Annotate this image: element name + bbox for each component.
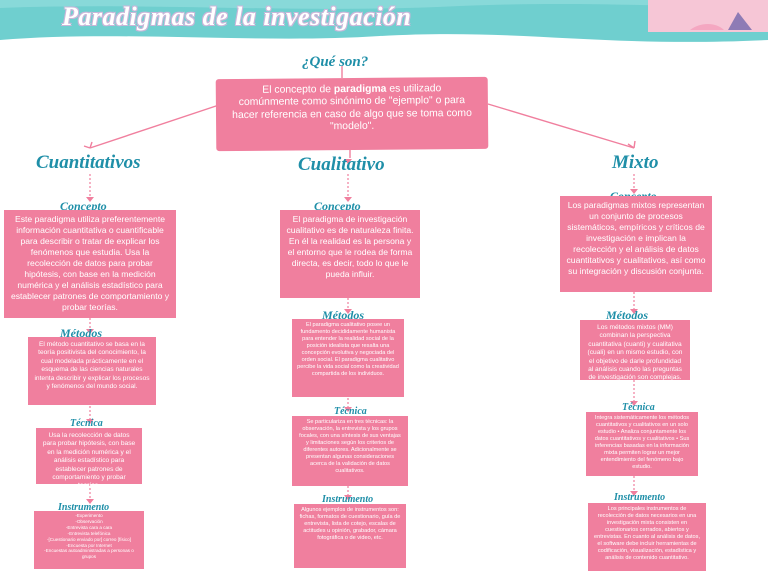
instrument-item: -Encuesta por Internet: [66, 542, 112, 548]
concept-box-cualitativo: El paradigma de investigación cualitativ…: [280, 210, 420, 298]
concept-label-cualitativo: Concepto: [314, 199, 361, 213]
heading-mixto: Mixto: [612, 152, 659, 173]
technique-label-mixto: Técnica: [622, 402, 655, 413]
heading-cuantitativos: Cuantitativos: [36, 152, 141, 173]
instrument-item: -Experimento: [75, 513, 103, 518]
methods-label-cuantitativos: Métodos: [60, 326, 102, 340]
instrument-label-cualitativo: Instrumento: [322, 494, 374, 505]
methods-label-mixto: Métodos: [606, 308, 648, 322]
question-heading: ¿Qué son?: [302, 54, 369, 70]
instrument-item: -Encuestas autoadministradas a personas …: [44, 548, 134, 560]
instrument-box-cualitativo: Algunos ejemplos de instrumentos son: fi…: [294, 504, 406, 568]
instrument-label-cuantitativos: Instrumento: [58, 502, 110, 513]
instrument-box-cuantitativos: -Experimento -Observación -Entrevista ca…: [34, 511, 144, 569]
concept-box-cuantitativos: Este paradigma utiliza preferentemente i…: [4, 210, 176, 318]
methods-box-cualitativo: El paradigma cualitativo posee un fundam…: [292, 319, 404, 397]
page-title: Paradigmas de la investigación: [62, 2, 412, 31]
heading-cualitativo: Cualitativo: [298, 154, 385, 175]
instrument-item: -Entrevista telefónica: [67, 530, 111, 536]
methods-box-cuantitativos: El método cuantitativo se basa en la teo…: [28, 337, 156, 405]
technique-box-mixto: Integra sistemáticamente los métodos cua…: [586, 412, 698, 476]
header-band: [0, 0, 768, 42]
instrument-label-mixto: Instrumento: [614, 492, 666, 503]
definition-box: El concepto de paradigma es utilizado co…: [215, 76, 489, 152]
technique-label-cualitativo: Técnica: [334, 406, 367, 417]
technique-box-cualitativo: Se particulariza en tres técnicas: la ob…: [292, 416, 408, 486]
definition-bold: paradigma: [333, 83, 387, 96]
technique-box-cuantitativos: Usa la recolección de datos para probar …: [36, 428, 142, 489]
methods-label-cualitativo: Métodos: [322, 308, 364, 322]
instrument-item: -Entrevista cara a cara: [65, 524, 113, 530]
instrument-item: -[Cuestionario enviado por] correo [físi…: [46, 536, 131, 542]
instrument-box-mixto: Los principales instrumentos de recolecc…: [588, 503, 706, 571]
technique-label-cuantitativos: Técnica: [70, 418, 103, 429]
concept-box-mixto: Los paradigmas mixtos representan un con…: [560, 196, 712, 292]
instrument-item: -Observación: [75, 518, 103, 524]
methods-box-mixto: Los métodos mixtos (MM) combinan la pers…: [580, 320, 690, 381]
concept-label-cuantitativos: Concepto: [60, 199, 107, 213]
definition-pre: El concepto de: [262, 84, 334, 96]
